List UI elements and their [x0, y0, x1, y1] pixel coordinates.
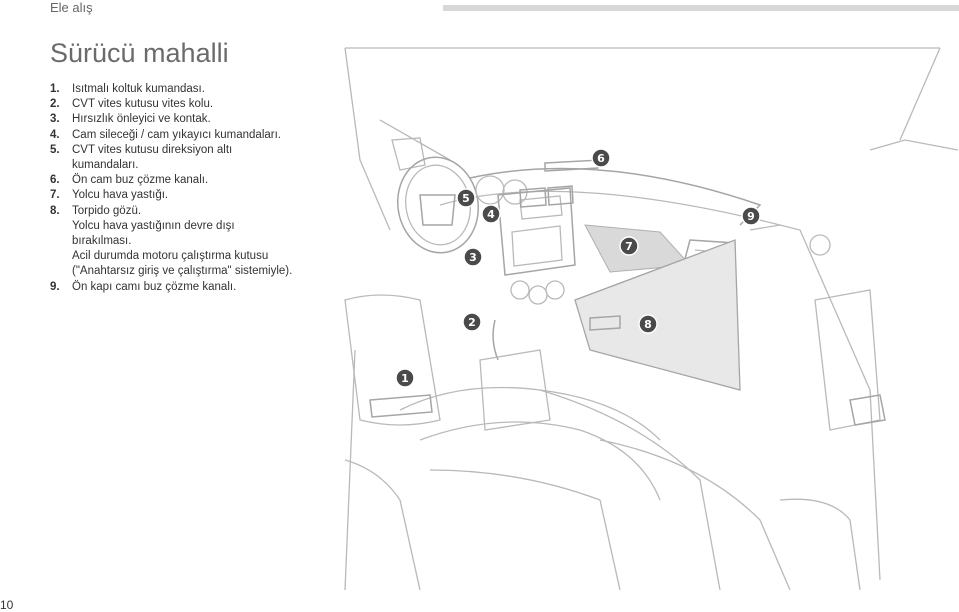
legend-item: 7.Yolcu hava yastığı.	[50, 189, 169, 202]
callout-9: 9	[741, 206, 761, 226]
svg-text:3: 3	[469, 251, 477, 264]
callout-6: 6	[591, 148, 611, 168]
callout-1: 1	[395, 368, 415, 388]
page-title: Sürücü mahalli	[50, 38, 229, 68]
legend-item-continued: ("Anahtarsız giriş ve çalıştırma" sistem…	[72, 265, 293, 278]
legend-item: 6.Ön cam buz çözme kanalı.	[50, 174, 209, 187]
legend-item: 3.Hırsızlık önleyici ve kontak.	[50, 113, 211, 126]
page-number: 10	[0, 598, 14, 612]
legend-item-continued: Acil durumda motoru çalıştırma kutusu	[72, 250, 269, 263]
callout-8: 8	[638, 314, 658, 334]
svg-text:7: 7	[625, 240, 633, 253]
legend-item: 8.Torpido gözü.	[50, 204, 142, 217]
legend-list: 1.Isıtmalı koltuk kumandası. 2.CVT vites…	[50, 82, 350, 295]
svg-text:2: 2	[468, 316, 476, 329]
callout-2: 2	[462, 312, 482, 332]
callout-3: 3	[463, 247, 483, 267]
svg-text:5: 5	[462, 192, 470, 205]
legend-item-continued: bırakılması.	[72, 235, 132, 248]
callout-7: 7	[619, 236, 639, 256]
svg-text:6: 6	[597, 152, 605, 165]
svg-text:8: 8	[644, 318, 652, 331]
svg-text:1: 1	[401, 372, 409, 385]
svg-text:4: 4	[487, 208, 495, 221]
callout-4: 4	[481, 204, 501, 224]
legend-item: 5.CVT vites kutusu direksiyon altı	[50, 143, 233, 156]
legend-item: 2.CVT vites kutusu vites kolu.	[50, 98, 214, 111]
legend-item: 9.Ön kapı camı buz çözme kanalı.	[50, 280, 237, 293]
legend-item-continued: kumandaları.	[72, 159, 139, 172]
section-label: Ele alış	[50, 0, 93, 15]
svg-text:9: 9	[747, 210, 755, 223]
callout-5: 5	[456, 188, 476, 208]
legend-item: 1.Isıtmalı koltuk kumandası.	[50, 83, 205, 95]
glovebox-zone	[574, 239, 741, 391]
header-rule	[443, 5, 959, 11]
legend-item: 4.Cam sileceği / cam yıkayıcı kumandalar…	[50, 128, 281, 141]
legend-item-continued: Yolcu hava yastığının devre dışı	[72, 219, 235, 232]
cockpit-illustration: 1 2 3 4 5 6 7 8 9	[344, 47, 959, 590]
